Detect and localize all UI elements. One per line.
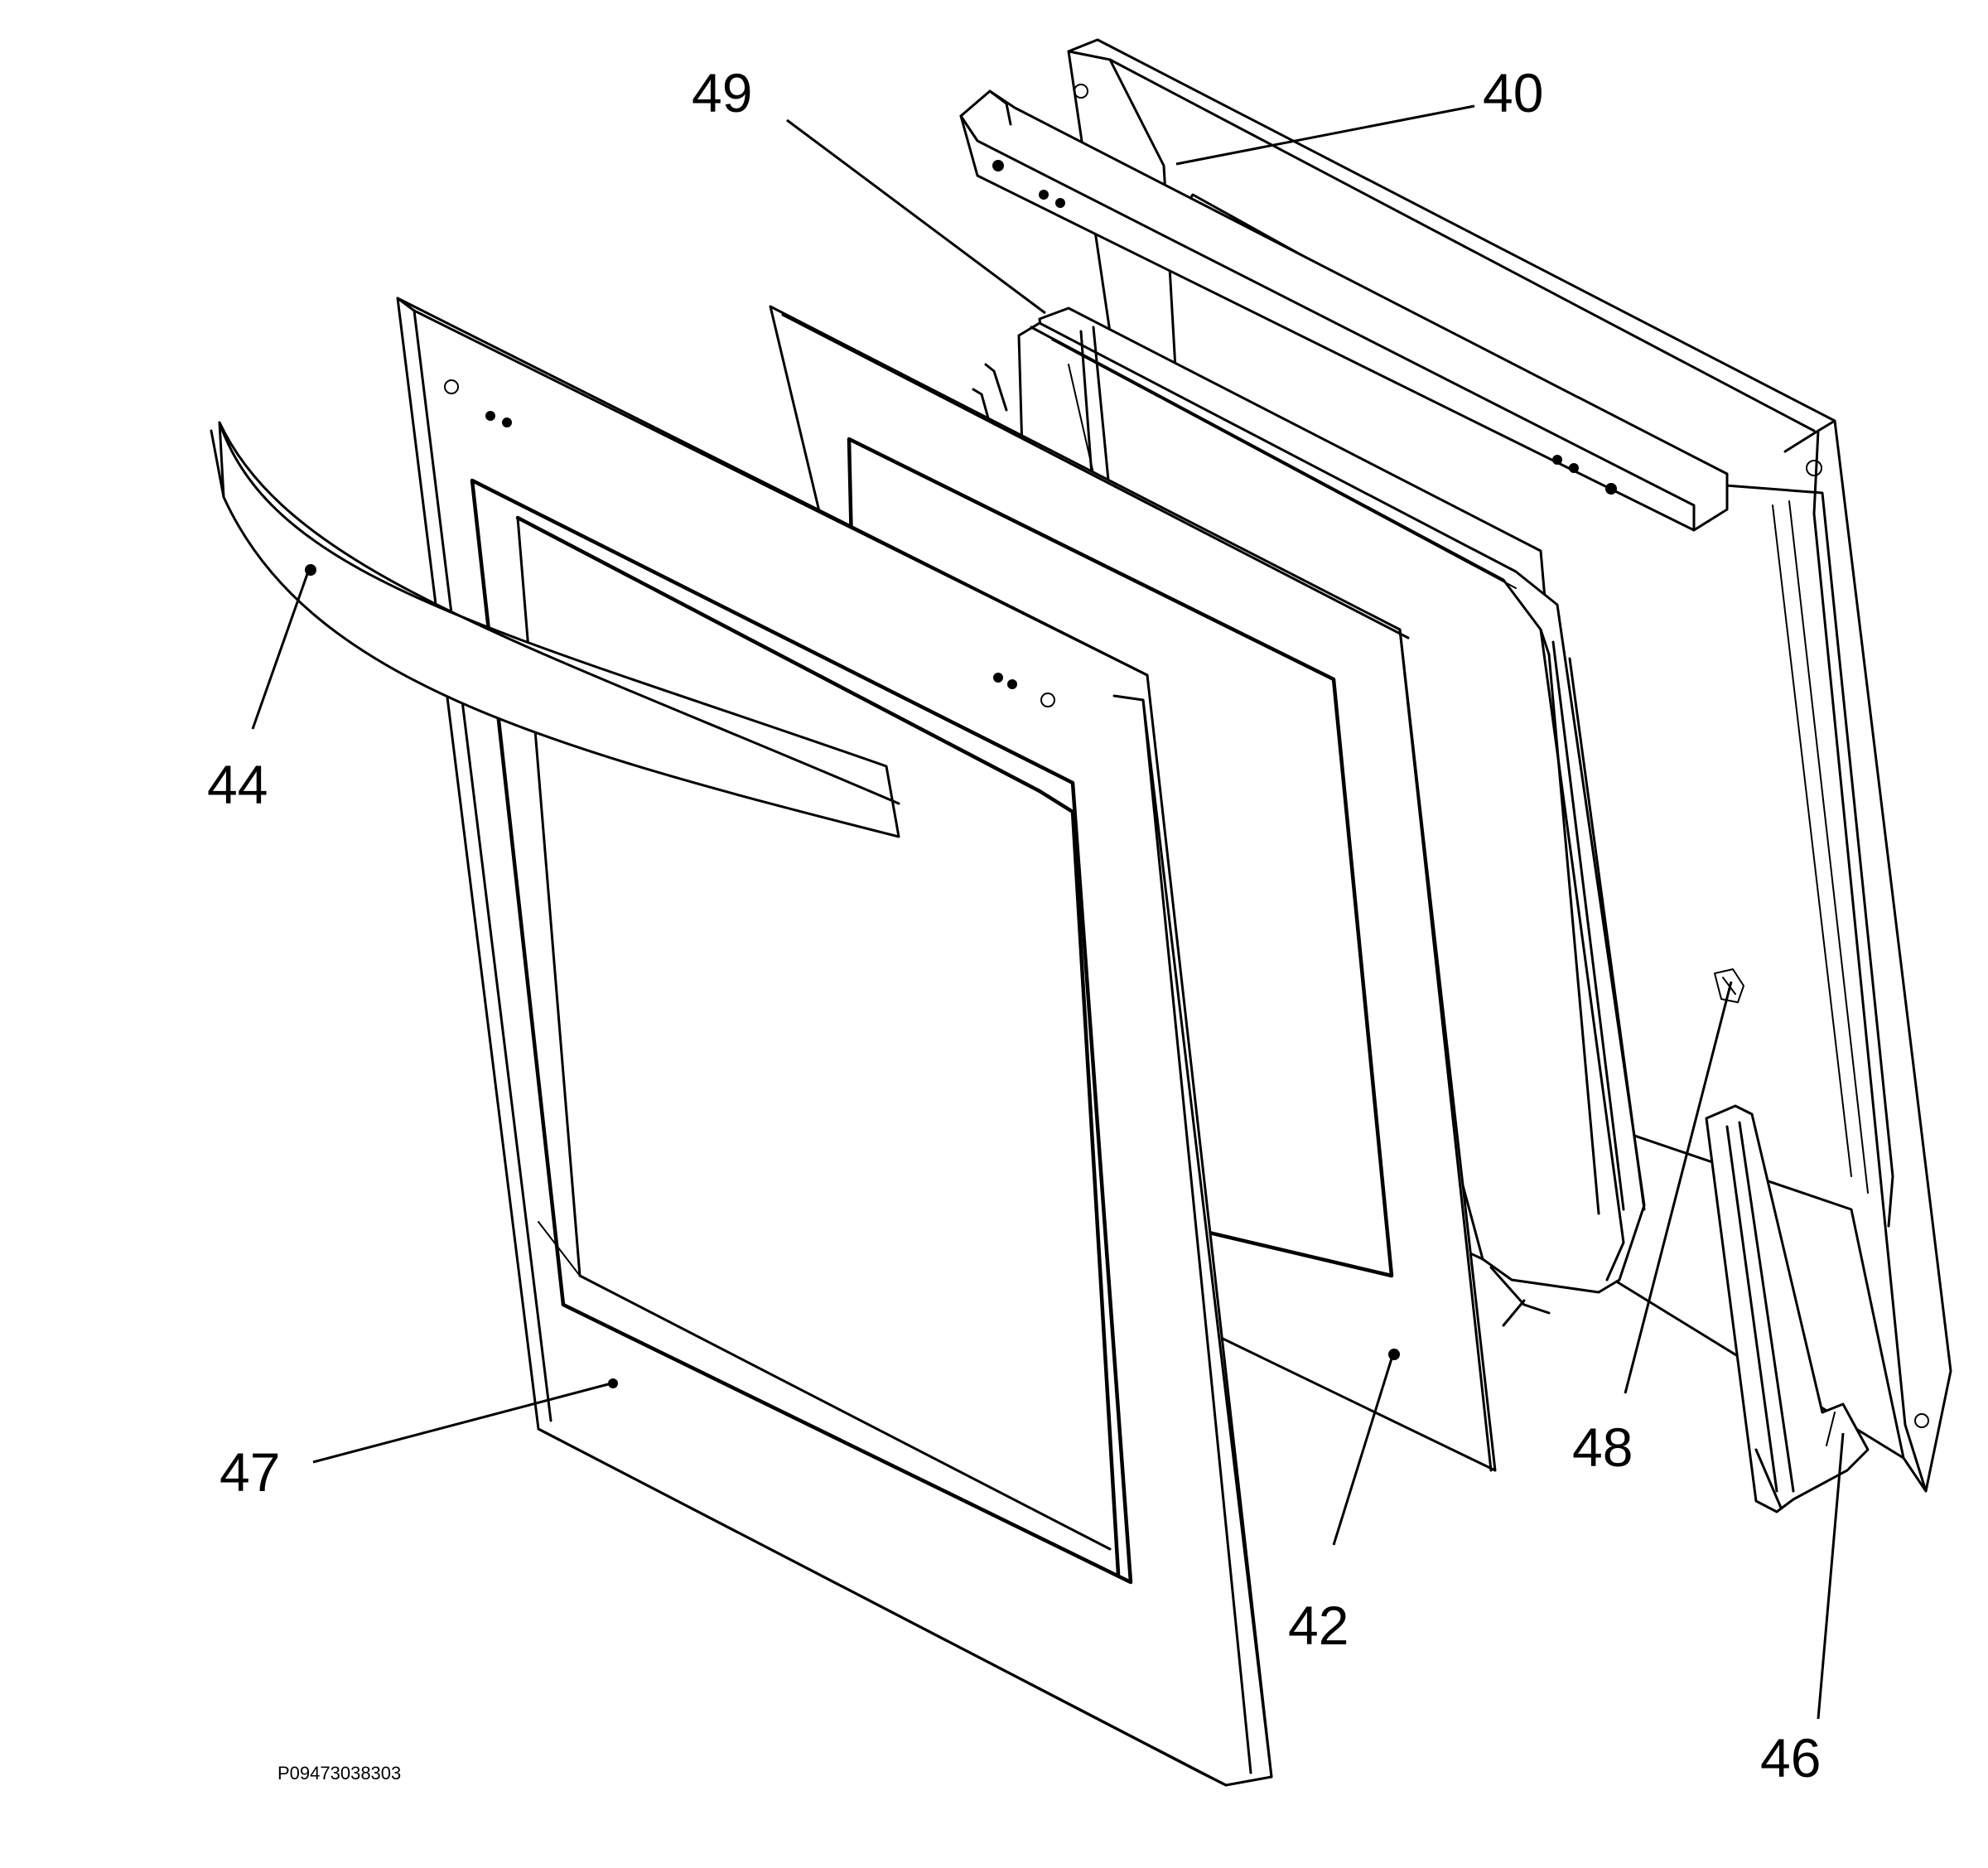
callout-labels: 40 49 44 47 42 48 46 P09473038303 <box>207 62 1821 1788</box>
leader-49 <box>786 118 1046 315</box>
callout-42: 42 <box>1288 1595 1349 1656</box>
hinge-bracket-part-46 <box>1705 1104 1870 1513</box>
top-hinge-bar <box>959 89 1729 532</box>
leader-44 <box>251 571 310 730</box>
door-handle-part-44 <box>210 421 900 838</box>
leader-46 <box>1817 1432 1845 1720</box>
leader-47 <box>312 1382 612 1464</box>
callout-44: 44 <box>207 754 268 815</box>
drawing-code: P09473038303 <box>277 1763 401 1784</box>
callout-49: 49 <box>692 62 752 123</box>
leader-48 <box>1624 981 1733 1394</box>
leader-lines <box>251 104 1845 1720</box>
callout-46: 46 <box>1760 1727 1821 1788</box>
callout-48: 48 <box>1572 1417 1633 1478</box>
callout-47: 47 <box>220 1441 280 1503</box>
callout-40: 40 <box>1483 62 1543 123</box>
leader-42 <box>1332 1358 1393 1546</box>
leader-40 <box>1175 104 1475 166</box>
